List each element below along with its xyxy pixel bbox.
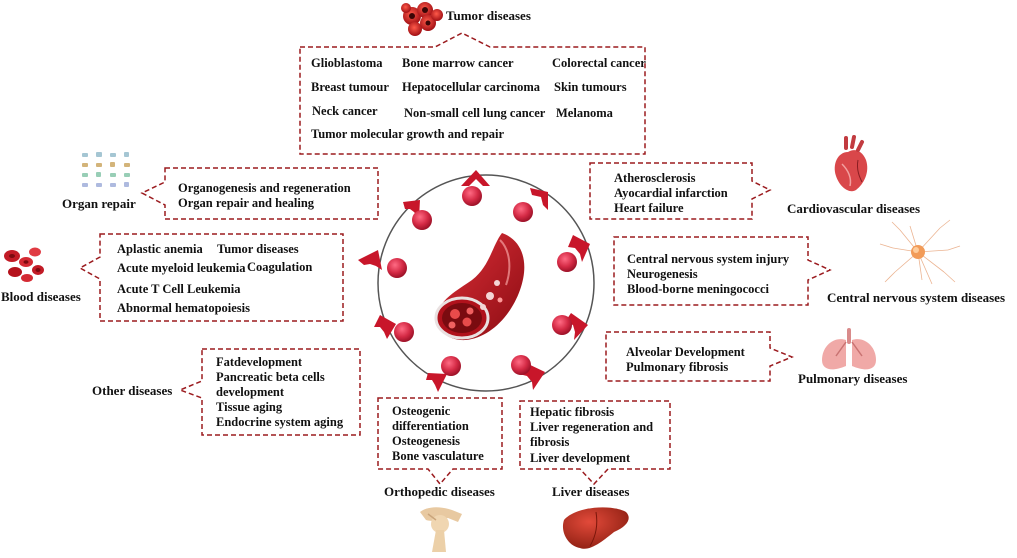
ring-node: [557, 252, 577, 272]
blood-item: Abnormal hematopoiesis: [117, 301, 250, 315]
pulmonary-callout: [605, 331, 794, 382]
ring-node: [412, 210, 432, 230]
orthopedic-title: Orthopedic diseases: [384, 484, 495, 499]
orthopedic-item: Osteogenic: [392, 404, 451, 418]
orthopedic-item: Osteogenesis: [392, 434, 461, 448]
blood-item: Tumor diseases: [217, 242, 299, 256]
pulmonary-title: Pulmonary diseases: [798, 371, 908, 386]
tumor-item: Neck cancer: [312, 104, 378, 118]
tumor-item: Hepatocellular carcinoma: [402, 80, 541, 94]
tumor-item: Melanoma: [556, 106, 613, 120]
blood-vessel-icon: [434, 233, 525, 341]
ring-node: [511, 355, 531, 375]
other-callout: [177, 348, 361, 436]
tumor-item: Tumor molecular growth and repair: [311, 127, 505, 141]
other-item: development: [216, 385, 285, 399]
blood-item: Aplastic anemia: [117, 242, 203, 256]
liver-item: Hepatic fibrosis: [530, 405, 615, 419]
pulmonary-item: Alveolar Development: [626, 345, 745, 359]
blood-callout: [78, 233, 344, 322]
organ-grid-icon: [82, 152, 130, 187]
cns-title: Central nervous system diseases: [827, 290, 1006, 305]
organ-repair-callout: [140, 167, 379, 220]
tumor-callout: [299, 32, 646, 155]
blood-item: Acute myeloid leukemia: [117, 261, 246, 275]
ring-node: [552, 315, 572, 335]
cardiovascular-title: Cardiovascular diseases: [787, 201, 921, 216]
tumor-title: Tumor diseases: [446, 8, 531, 23]
chevron-left: [358, 250, 382, 270]
blood-item: Coagulation: [247, 260, 313, 274]
blood-item: Acute T Cell Leukemia: [117, 282, 241, 296]
organ-repair-item: Organ repair and healing: [178, 196, 315, 210]
liver-item: Liver regeneration and: [530, 420, 654, 434]
other-item: Fatdevelopment: [216, 355, 303, 369]
pulmonary-item: Pulmonary fibrosis: [626, 360, 729, 374]
tumor-item: Breast tumour: [311, 80, 389, 94]
shoulder-joint-icon: [420, 507, 462, 552]
orthopedic-item: differentiation: [392, 419, 469, 433]
lungs-icon: [822, 328, 876, 370]
liver-item: fibrosis: [530, 435, 570, 449]
chevron-top: [461, 170, 490, 186]
tumor-item: Skin tumours: [554, 80, 627, 94]
other-item: Pancreatic beta cells: [216, 370, 325, 384]
organ-repair-item: Organogenesis and regeneration: [178, 181, 351, 195]
chevron-bottom-left: [426, 373, 447, 392]
blood-cells-icon: [4, 247, 44, 282]
cardiovascular-callout: [589, 162, 772, 220]
chevron-right-lower: [565, 313, 588, 340]
liver-item: Liver development: [530, 451, 631, 465]
tumor-cells-icon: [401, 2, 443, 36]
cns-item: Central nervous system injury: [627, 252, 790, 266]
central-ring: [377, 174, 595, 392]
cardiovascular-item: Atherosclerosis: [614, 171, 696, 185]
heart-icon: [834, 135, 868, 192]
cardiovascular-item: Heart failure: [614, 201, 684, 215]
cns-callout: [613, 236, 832, 306]
ring-node: [387, 258, 407, 278]
orthopedic-item: Bone vasculature: [392, 449, 484, 463]
chevron-right-upper: [568, 235, 590, 262]
tumor-item: Bone marrow cancer: [402, 56, 514, 70]
chevron-top-right: [530, 188, 548, 210]
other-item: Tissue aging: [216, 400, 283, 414]
cns-item: Blood-borne meningococci: [627, 282, 770, 296]
other-item: Endocrine system aging: [216, 415, 344, 429]
liver-title: Liver diseases: [552, 484, 630, 499]
ring-node: [394, 322, 414, 342]
tumor-item: Colorectal cancer: [552, 56, 646, 70]
liver-icon: [562, 507, 629, 549]
chevron-left-lower: [374, 315, 396, 339]
other-title: Other diseases: [92, 383, 173, 398]
cardiovascular-item: Ayocardial infarction: [614, 186, 728, 200]
blood-title: Blood diseases: [1, 289, 81, 304]
organ-repair-title: Organ repair: [62, 196, 136, 211]
cns-item: Neurogenesis: [627, 267, 698, 281]
liver-callout: [519, 400, 671, 486]
tumor-item: Glioblastoma: [311, 56, 383, 70]
ring-node: [462, 186, 482, 206]
orthopedic-callout: [377, 397, 503, 486]
ring-node: [441, 356, 461, 376]
tumor-item: Non-small cell lung cancer: [404, 106, 546, 120]
neuron-icon: [879, 219, 961, 285]
ring-node: [513, 202, 533, 222]
